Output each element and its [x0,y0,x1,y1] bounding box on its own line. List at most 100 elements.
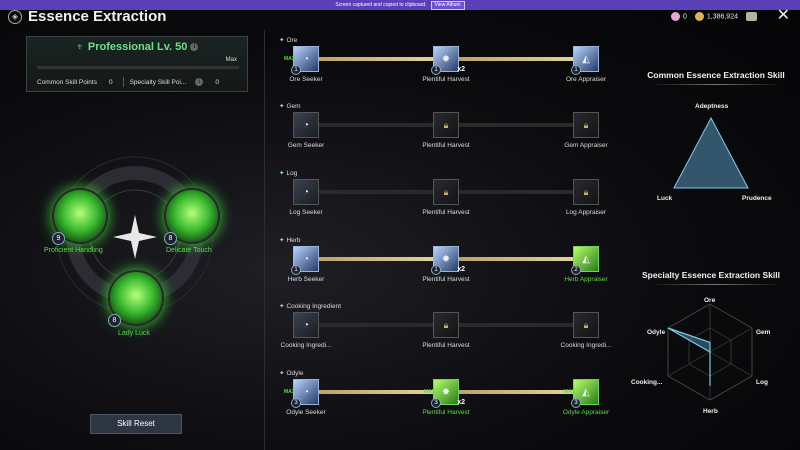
silver-coin-icon [694,12,704,21]
lock-icon: 🔒︎ [443,186,449,197]
skill-node-label: Odyle Seeker [286,409,326,416]
category-cooking-ingredient[interactable]: ✦Cooking Ingredient [279,302,341,310]
category-gem[interactable]: ✦Gem [279,102,301,110]
leaf-icon: ♆ [75,41,84,53]
category-ore[interactable]: ✦Ore [279,36,297,44]
bag-icon[interactable] [746,12,757,21]
skill-connector [319,323,433,327]
info-icon[interactable]: i [195,78,204,86]
skill-node[interactable]: 🔒︎ [573,179,599,205]
notice-text: Screen captured and copied to clipboard. [335,2,427,8]
skill-node[interactable]: 🔒︎ [433,112,459,138]
title-underline [650,284,782,285]
category-label: Gem [286,103,301,110]
specialty-radar-title: Specialty Essence Extraction Skill [642,270,780,280]
orb-label: Lady Luck [118,330,150,337]
diamond-icon: ✦ [279,303,285,310]
skill-node-label: Cooking Ingredi... [560,342,612,349]
skill-points-row: Common Skill Points 0 Specialty Skill Po… [37,77,223,87]
silver-currency: 1,386,924 [694,12,738,21]
skill-connector [459,190,573,194]
radar-label-gem: Gem [756,329,771,336]
specialty-skill-radar [667,303,753,401]
skill-node-label: Ore Appraiser [565,76,607,83]
multiplier-badge: x2 [457,266,465,273]
radar-label-adeptness: Adeptness [695,103,729,110]
radar-label-cooking: Cooking... [631,379,663,386]
lock-icon: 🔒︎ [443,119,449,130]
close-icon[interactable]: ✕ [776,7,790,24]
skill-level: 1 [291,65,301,75]
lock-icon: 🔒︎ [583,119,589,130]
skill-node[interactable]: ◔ [293,112,319,138]
radar-label-ore: Ore [704,297,716,304]
skill-icon: ◔ [302,319,310,331]
category-label: Ore [286,37,298,44]
skill-node[interactable]: 🔒︎ [573,112,599,138]
skill-node[interactable]: ◭1 [571,46,599,75]
skill-connector [459,123,573,127]
skill-icon: ◭ [582,253,590,265]
orb-label: Proficient Handling [44,247,103,254]
skill-node[interactable]: ◭2 [571,246,599,275]
category-herb[interactable]: ✦Herb [279,236,301,244]
orb-level: 8 [164,232,177,245]
title-bar: ◈ Essence Extraction [8,8,166,25]
skill-node[interactable]: ◔ [293,179,319,205]
skill-node[interactable]: 🔒︎ [433,179,459,205]
category-label: Cooking Ingredient [286,303,342,310]
max-tag: MAX [564,389,576,395]
skill-node[interactable]: ◔1 [291,246,319,275]
skill-connector [319,57,433,61]
max-tag: MAX [284,56,296,62]
skill-connector [459,390,573,394]
multiplier-badge: x2 [457,66,465,73]
max-label: Max [225,57,237,63]
multiplier-badge: x2 [457,399,465,406]
skill-node-label: Plentiful Harvest [422,142,470,149]
common-radar-value [673,116,749,189]
skill-icon: ◔ [302,253,310,265]
skill-connector [459,323,573,327]
view-album-button[interactable]: View Album [430,0,465,10]
profession-title: Professional Lv. 50 [87,41,188,53]
skill-icon: ◔ [302,119,310,131]
common-points-value: 0 [108,78,113,86]
currency-bar: 0 1,386,924 [670,12,760,21]
orb-label: Delicate Touch [166,247,212,254]
category-log[interactable]: ✦Log [279,169,297,177]
page-title: Essence Extraction [28,8,167,25]
skill-connector [319,190,433,194]
skill-icon: ◭ [582,386,590,398]
radar-label-log: Log [756,379,768,386]
common-points-label: Common Skill Points [37,78,97,86]
skill-node[interactable]: 🔒︎ [573,312,599,338]
gem-count: 0 [682,13,687,21]
skill-node-label: Plentiful Harvest [422,209,470,216]
skill-node-label: Plentiful Harvest [422,76,470,83]
skill-level: 3 [291,398,301,408]
skill-node-label: Ore Seeker [289,76,323,83]
category-odyle[interactable]: ✦Odyle [279,369,303,377]
divider [122,77,124,87]
skill-icon: ✸ [441,253,451,265]
common-radar-title: Common Essence Extraction Skill [647,70,785,80]
gem-currency: 0 [670,12,687,21]
skill-node[interactable]: 🔒︎ [433,312,459,338]
essence-icon: ◈ [8,9,22,24]
skill-node[interactable]: ◔ [293,312,319,338]
radar-label-herb: Herb [703,408,718,415]
skill-reset-button[interactable]: Skill Reset [90,414,182,434]
info-icon[interactable]: i [190,43,199,52]
skill-level: 1 [571,65,581,75]
skill-level: 1 [291,265,301,275]
screenshot-notice: Screen captured and copied to clipboard.… [0,0,800,10]
max-tag: MAX [284,389,296,395]
